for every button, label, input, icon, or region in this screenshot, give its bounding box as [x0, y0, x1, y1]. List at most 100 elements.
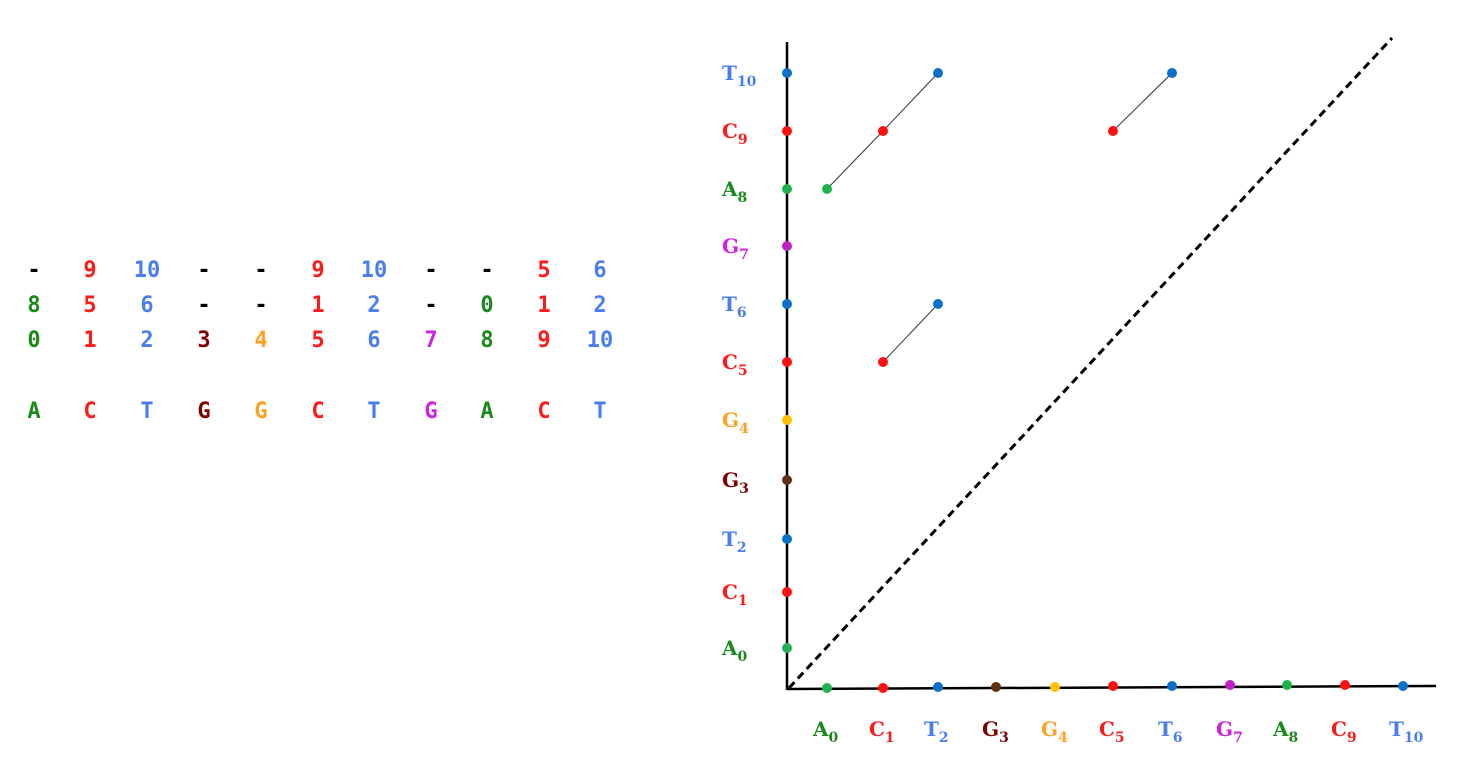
x-axis-label: A8	[1272, 717, 1298, 746]
match-dot	[822, 184, 832, 194]
table-cell: 8	[27, 293, 41, 318]
table-cell: 10	[586, 328, 614, 353]
x-axis-dot	[1050, 682, 1060, 692]
table-cell: 1	[83, 328, 97, 353]
x-axis-dot	[1282, 680, 1292, 690]
sequence-letter: T	[367, 399, 381, 424]
table-cell: 1	[537, 293, 551, 318]
match-dot	[878, 126, 888, 136]
table-cell: 9	[537, 328, 551, 353]
y-axis-dot	[782, 68, 792, 78]
table-cell: -	[27, 258, 41, 283]
match-dot	[933, 299, 943, 309]
y-axis-label: T10	[722, 61, 757, 90]
table-cell: 0	[480, 293, 494, 318]
table-cell: 5	[311, 328, 325, 353]
table-cell: 9	[311, 258, 325, 283]
table-cell: -	[197, 258, 211, 283]
y-axis-label: T6	[722, 292, 747, 321]
sequence-letter: T	[593, 399, 607, 424]
table-cell: 2	[140, 328, 154, 353]
table-cell: 6	[140, 293, 154, 318]
sequence-letter: A	[27, 399, 41, 424]
table-cell: 1	[311, 293, 325, 318]
table-cell: 5	[83, 293, 97, 318]
match-dot	[1108, 126, 1118, 136]
y-axis-label: G4	[722, 408, 749, 437]
y-axis-dot	[782, 415, 792, 425]
x-axis-label: G4	[1041, 717, 1068, 746]
table-cell: 3	[197, 328, 211, 353]
table-cell: 10	[133, 258, 161, 283]
y-axis-label: A0	[721, 636, 748, 665]
x-axis-label: T10	[1389, 717, 1424, 746]
x-axis-dot	[1225, 680, 1235, 690]
x-axis-label: T2	[924, 717, 949, 746]
x-axis-dot	[1340, 680, 1350, 690]
table-cell: 8	[480, 328, 494, 353]
sequence-letter: C	[83, 399, 97, 424]
table-cell: -	[424, 258, 438, 283]
x-axis-dot	[1167, 681, 1177, 691]
table-cell: 2	[367, 293, 381, 318]
x-axis-dot	[822, 683, 832, 693]
table-cell: 10	[360, 258, 388, 283]
table-cell: -	[480, 258, 494, 283]
match-diagonal-line	[1112, 72, 1173, 132]
match-diagonal-line	[882, 303, 939, 363]
table-cell: 7	[424, 328, 438, 353]
y-axis-dot	[782, 643, 792, 653]
y-axis-label: T2	[722, 527, 747, 556]
sequence-letter: T	[140, 399, 154, 424]
y-axis-label: C5	[722, 350, 748, 379]
sequence-letter: A	[480, 399, 494, 424]
match-dot	[878, 357, 888, 367]
x-axis-dot	[991, 682, 1001, 692]
x-axis-label: C9	[1331, 717, 1357, 746]
y-axis-dot	[782, 184, 792, 194]
sequence-letter: G	[197, 399, 211, 424]
match-dot	[933, 68, 943, 78]
y-axis-label: C1	[722, 580, 748, 609]
table-cell: -	[197, 293, 211, 318]
x-axis-labels: A0 C1 T2 G3 G4 C5 T6 G7 A8 C9 T10	[812, 717, 1424, 746]
table-cell: 5	[537, 258, 551, 283]
x-axis-label: C1	[869, 717, 895, 746]
y-axis-dot	[782, 534, 792, 544]
x-axis-label: C5	[1099, 717, 1125, 746]
x-axis-dot	[1108, 681, 1118, 691]
sequence-letter: C	[311, 399, 325, 424]
x-axis-label: G7	[1216, 717, 1243, 746]
match-dot	[1167, 68, 1177, 78]
x-axis-dot	[1398, 681, 1408, 691]
y-axis-dot	[782, 475, 792, 485]
x-axis-label: A0	[812, 717, 839, 746]
table-cell: -	[424, 293, 438, 318]
match-diagonal-line	[882, 72, 939, 132]
y-axis-dot	[782, 299, 792, 309]
sequence-letter: G	[254, 399, 268, 424]
y-axis-dot	[782, 241, 792, 251]
table-cell: 6	[367, 328, 381, 353]
x-axis-label: T6	[1158, 717, 1183, 746]
y-axis-label: G7	[722, 234, 749, 263]
x-axis-label: G3	[982, 717, 1009, 746]
table-cell: 0	[27, 328, 41, 353]
table-cell: -	[254, 258, 268, 283]
y-axis-dot	[782, 126, 792, 136]
y-axis-dot	[782, 357, 792, 367]
table-cell: 2	[593, 293, 607, 318]
y-axis-label: G3	[722, 468, 749, 497]
match-dots	[822, 68, 1177, 367]
y-axis-dot	[782, 587, 792, 597]
table-cell: -	[254, 293, 268, 318]
x-axis-dot	[933, 682, 943, 692]
sequence-letter: G	[424, 399, 438, 424]
sequence-letter: C	[537, 399, 551, 424]
diagonal-line	[787, 36, 1394, 690]
table-cell: 6	[593, 258, 607, 283]
table-cell: 9	[83, 258, 97, 283]
